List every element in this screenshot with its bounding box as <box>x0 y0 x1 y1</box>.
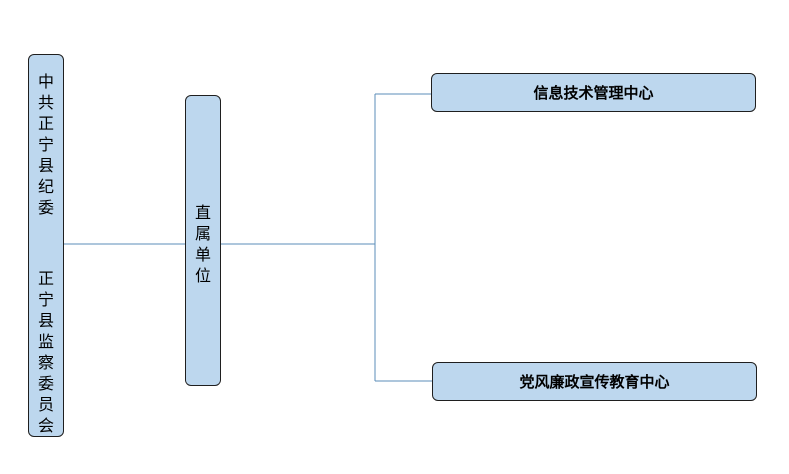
root-node-label-supervision: 正宁县监察委员会 <box>38 269 55 435</box>
middle-node-box[interactable]: 直属单位 <box>185 95 221 386</box>
child-node-education[interactable]: 党风廉政宣传教育中心 <box>432 362 757 401</box>
root-node-box[interactable]: 中共正宁县纪委 正宁县监察委员会 <box>28 54 64 437</box>
child-node-info-tech[interactable]: 信息技术管理中心 <box>431 73 756 112</box>
child-node-education-label: 党风廉政宣传教育中心 <box>519 373 670 391</box>
root-node-label-party: 中共正宁县纪委 <box>38 72 55 217</box>
child-node-info-tech-label: 信息技术管理中心 <box>533 84 654 102</box>
middle-node-label: 直属单位 <box>195 203 212 285</box>
